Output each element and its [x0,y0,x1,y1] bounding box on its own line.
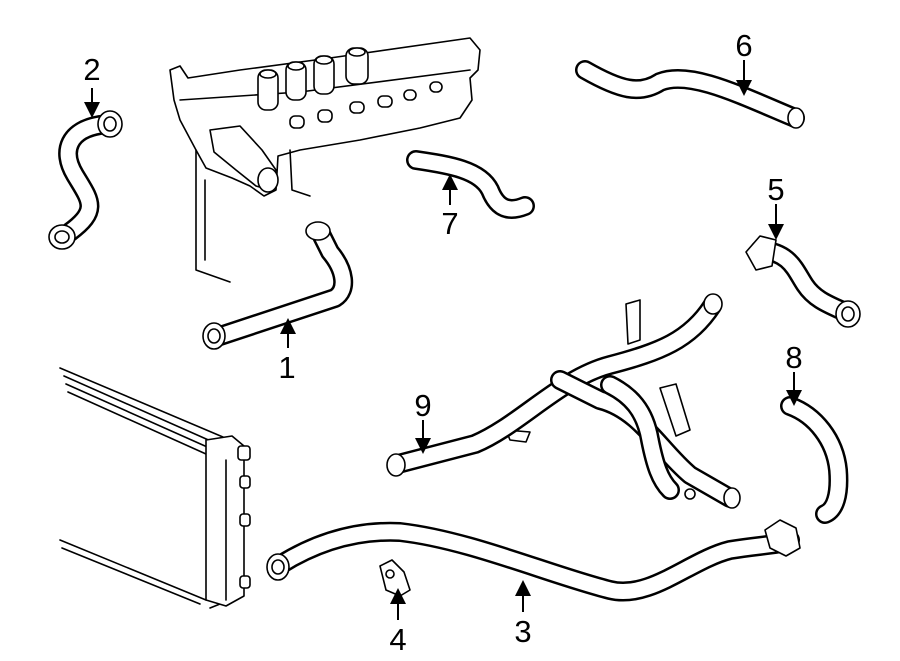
callout-8: 8 [785,340,803,375]
callout-6: 6 [735,28,753,63]
callout-3: 3 [514,614,532,649]
callout-2: 2 [83,52,101,87]
part-6-hose [575,60,805,129]
part-7-hose [406,150,535,219]
part-3-pipe [266,519,801,602]
callout-4: 4 [389,622,407,657]
engine-block [169,37,481,283]
part-4-clamp [379,559,411,597]
radiator [59,367,251,609]
part-9-pipe [386,293,741,509]
part-5-hose [745,235,861,328]
callout-5: 5 [767,172,785,207]
leader-lines [84,60,802,620]
part-2-hose [48,110,123,250]
part-1-hose [202,221,354,350]
part-8-hose [780,396,849,524]
callout-7: 7 [441,206,459,241]
thermostat-housing [209,125,279,193]
engine-ports [257,47,443,129]
callout-9: 9 [414,388,432,423]
callout-1: 1 [278,350,296,385]
